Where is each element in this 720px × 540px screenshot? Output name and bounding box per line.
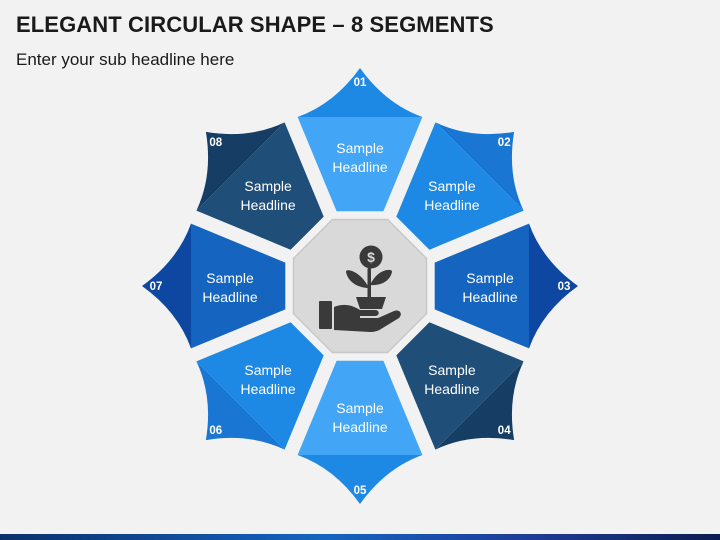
segment-label-line1: Sample — [466, 270, 514, 286]
segment-label-line1: Sample — [336, 400, 384, 416]
segment-label-line2: Headline — [332, 419, 387, 435]
segment-petal-04 — [435, 361, 524, 450]
segment-label-line2: Headline — [332, 159, 387, 175]
segment-04 — [396, 322, 524, 450]
segment-05 — [297, 360, 423, 455]
segment-number-03: 03 — [558, 281, 571, 293]
page-subtitle: Enter your sub headline here — [16, 50, 235, 69]
segment-number-07: 07 — [150, 281, 163, 293]
segment-number-05: 05 — [354, 485, 367, 497]
segment-label-line2: Headline — [202, 289, 257, 305]
segment-06 — [196, 322, 324, 450]
segment-number-04: 04 — [498, 425, 511, 437]
segment-02 — [396, 122, 524, 250]
segment-label-line2: Headline — [240, 197, 295, 213]
segment-petal-03 — [529, 223, 578, 349]
segment-label-line1: Sample — [428, 178, 476, 194]
segment-03 — [434, 223, 529, 349]
segment-number-06: 06 — [209, 425, 222, 437]
footer-accent-bar — [0, 534, 720, 540]
segment-label-line1: Sample — [428, 362, 476, 378]
segment-label-line2: Headline — [462, 289, 517, 305]
segment-number-08: 08 — [209, 137, 222, 149]
petal-layer: 01 02 03 04 05 06 07 08 — [142, 68, 578, 504]
segment-petal-07 — [142, 223, 191, 349]
center-hub: $ — [292, 218, 428, 354]
segment-label-line2: Headline — [424, 197, 479, 213]
segment-label-line2: Headline — [424, 381, 479, 397]
svg-text:$: $ — [367, 249, 375, 265]
segment-07 — [191, 223, 286, 349]
segment-number-01: 01 — [354, 77, 367, 89]
segment-08 — [196, 122, 324, 250]
money-plant-in-hand-icon: $ — [319, 245, 401, 332]
segment-petal-01 — [297, 68, 423, 117]
segment-petal-08 — [196, 122, 285, 211]
segment-number-02: 02 — [498, 137, 511, 149]
segment-label-line1: Sample — [244, 362, 292, 378]
segment-petal-05 — [297, 455, 423, 504]
segment-label-line1: Sample — [336, 140, 384, 156]
segment-label-line1: Sample — [244, 178, 292, 194]
segment-label-line2: Headline — [240, 381, 295, 397]
page-title: ELEGANT CIRCULAR SHAPE – 8 SEGMENTS — [16, 12, 494, 37]
segment-01 — [297, 117, 423, 212]
segment-label-line1: Sample — [206, 270, 254, 286]
